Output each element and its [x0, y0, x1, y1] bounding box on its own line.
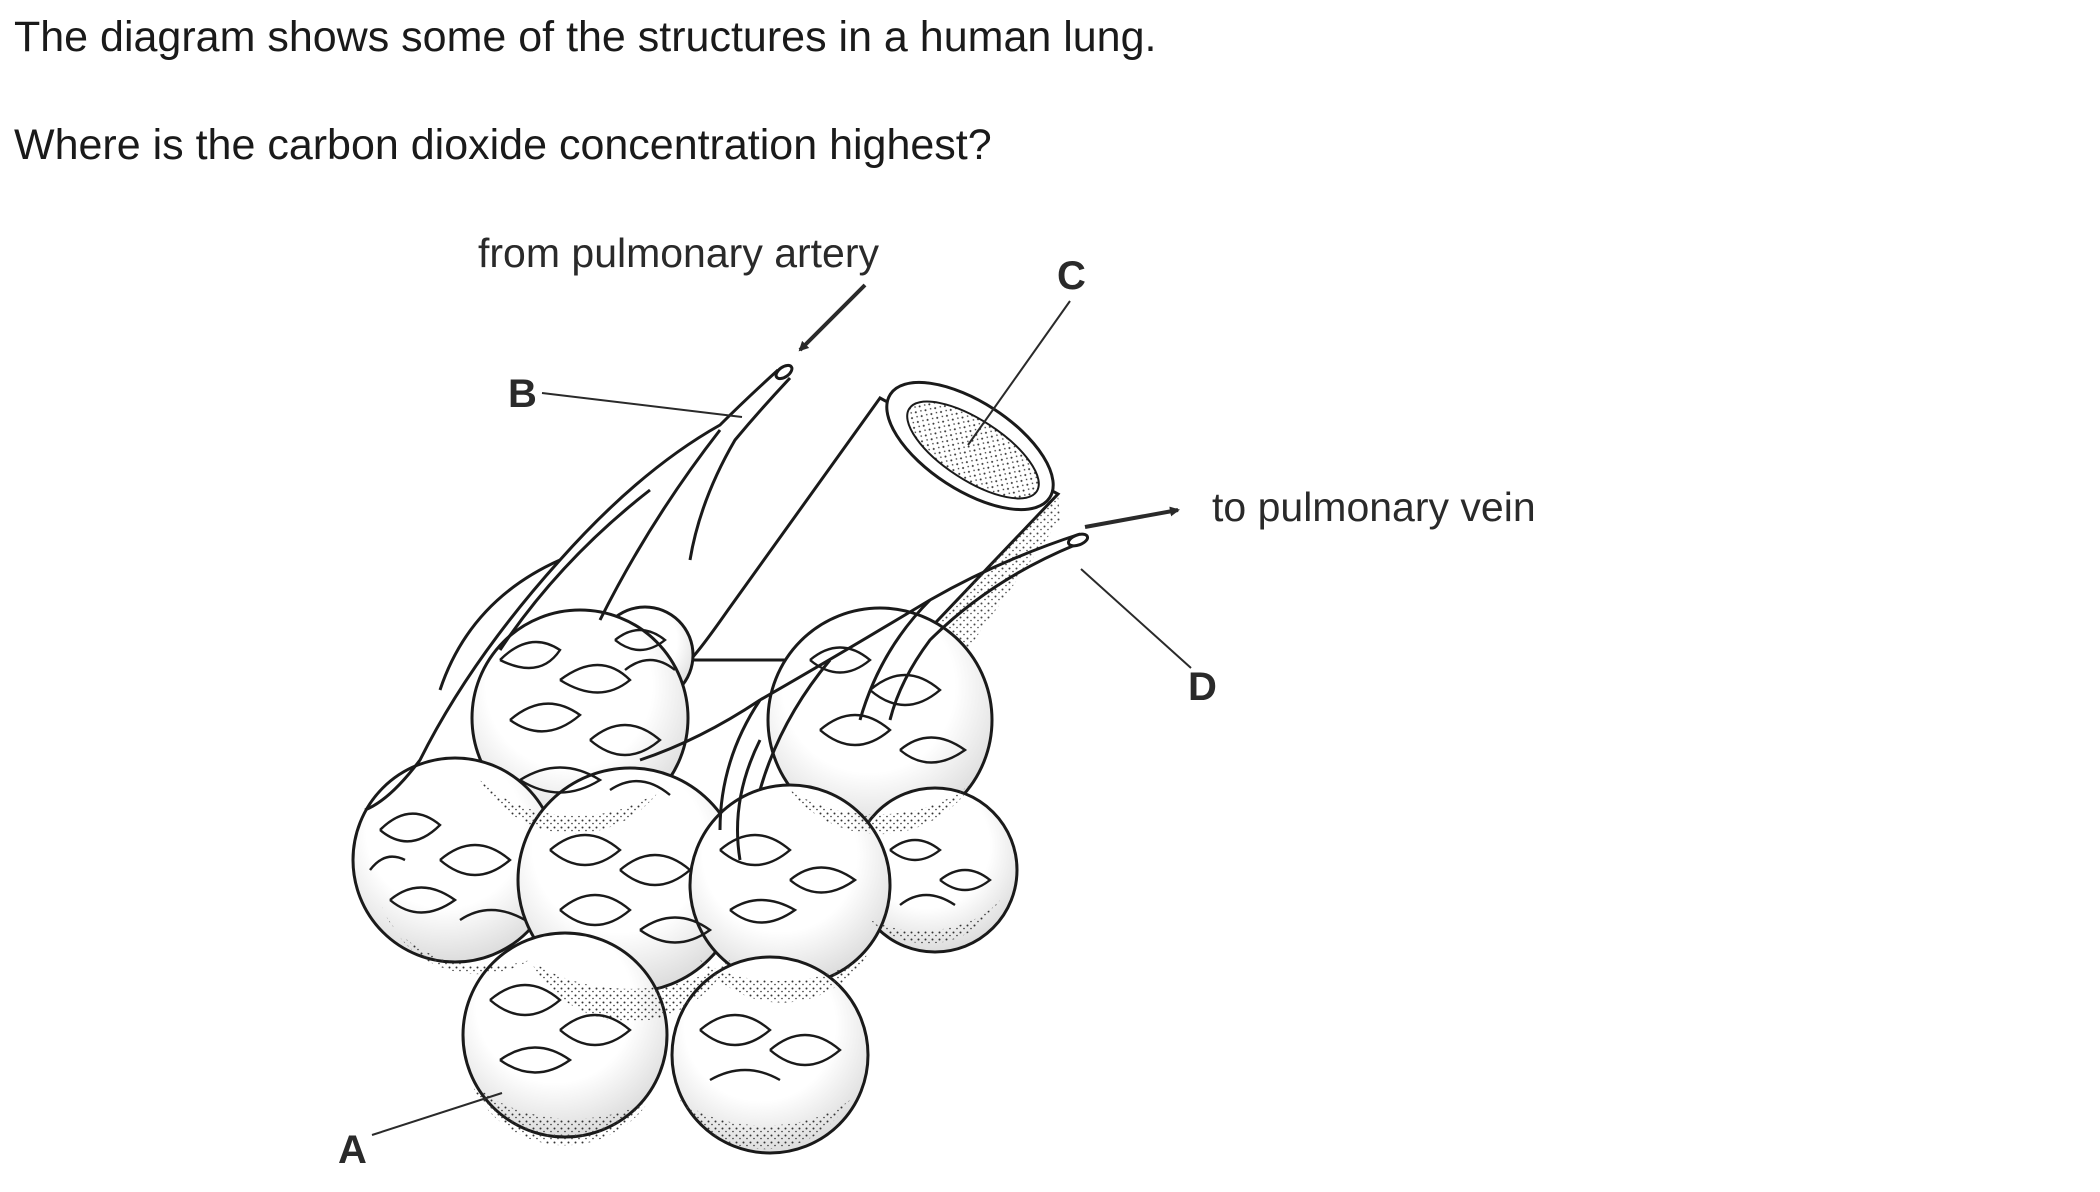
leader-line-a	[371, 1092, 503, 1136]
vein-flow-arrow	[1084, 506, 1180, 529]
bronchiole-tube	[686, 380, 1061, 662]
label-c: C	[1057, 254, 1086, 298]
question-intro: The diagram shows some of the structures…	[14, 13, 1157, 61]
capillary-network	[369, 628, 992, 1082]
arteriole-branch	[364, 363, 794, 812]
artery-annotation: from pulmonary artery	[478, 230, 880, 276]
vein-annotation: to pulmonary vein	[1212, 484, 1536, 530]
label-b: B	[508, 372, 537, 416]
label-a: A	[338, 1128, 367, 1172]
leader-line-c	[967, 300, 1071, 446]
label-d: D	[1188, 665, 1217, 709]
leader-line-b	[541, 392, 743, 418]
alveoli-cluster	[351, 605, 1019, 1155]
leader-line-d	[1080, 568, 1192, 669]
question-prompt: Where is the carbon dioxide concentratio…	[14, 121, 992, 169]
artery-flow-arrow	[798, 283, 867, 352]
venule-branch	[639, 532, 1090, 861]
